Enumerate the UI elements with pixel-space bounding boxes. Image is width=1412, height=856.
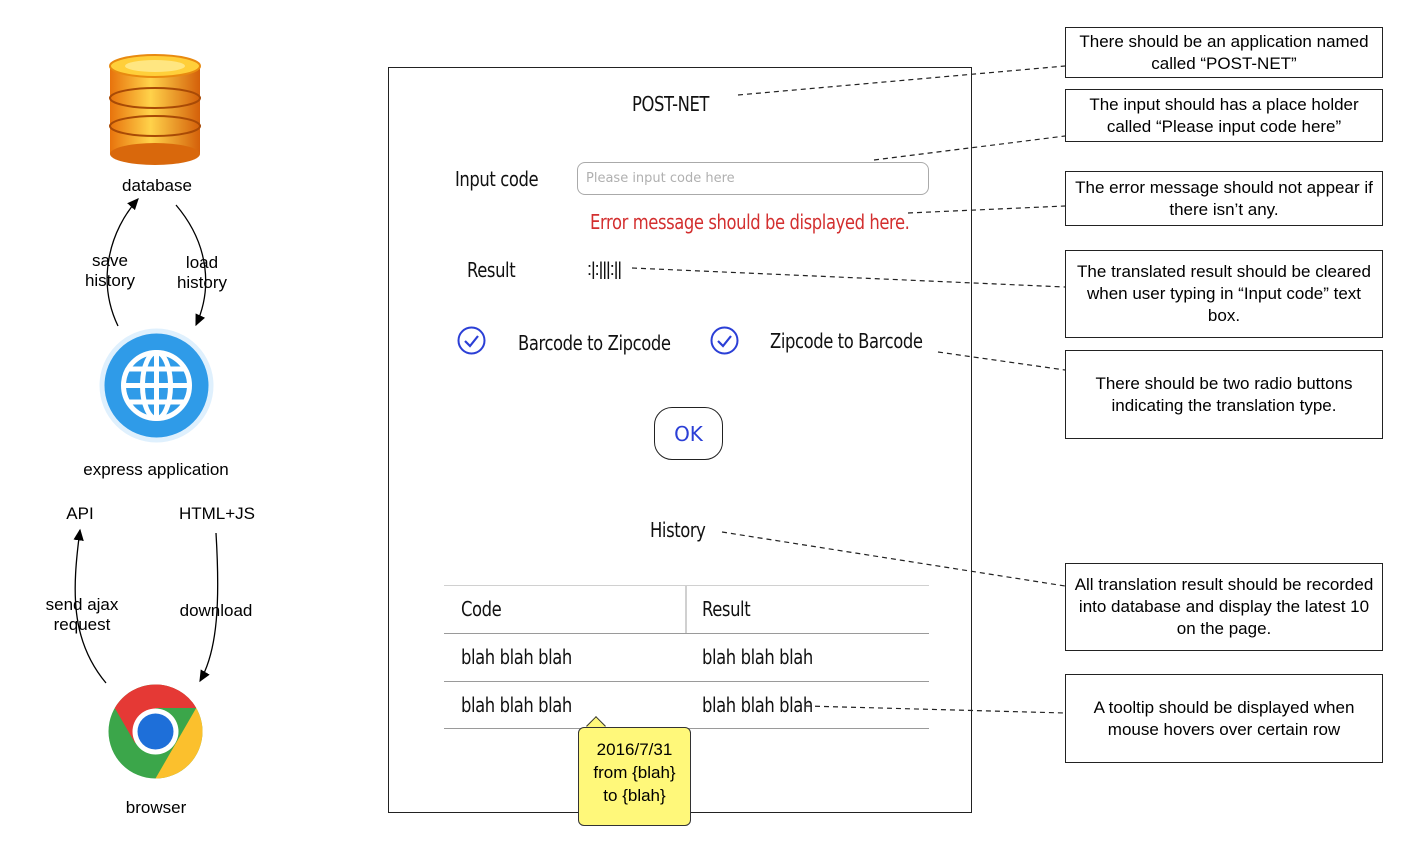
history-code-cell: blah blah blah <box>461 645 572 669</box>
chrome-icon <box>107 683 204 780</box>
note-tooltip: A tooltip should be displayed when mouse… <box>1065 674 1383 763</box>
note-app-name: There should be an application named cal… <box>1065 27 1383 78</box>
table-row[interactable]: blah blah blah blah blah blah <box>444 633 929 681</box>
browser-label: browser <box>125 798 187 817</box>
history-result-cell: blah blah blah <box>702 693 813 717</box>
check-circle-icon <box>457 326 486 355</box>
history-column-code: Code <box>461 597 502 621</box>
app-title: POST-NET <box>632 92 710 116</box>
note-error-message: The error message should not appear if t… <box>1065 171 1383 226</box>
api-label: API <box>66 504 94 523</box>
ok-button[interactable]: OK <box>654 407 723 460</box>
download-label: download <box>179 601 253 620</box>
check-circle-icon <box>710 326 739 355</box>
tooltip-to: to {blah} <box>603 786 666 805</box>
tooltip-date: 2016/7/31 <box>596 740 673 759</box>
history-result-cell: blah blah blah <box>702 645 813 669</box>
column-divider <box>685 585 687 633</box>
database-icon <box>106 54 204 166</box>
load-history-label: load history <box>176 253 228 292</box>
express-application-label: express application <box>83 460 229 479</box>
error-message: Error message should be displayed here. <box>590 210 910 234</box>
send-ajax-label: send ajax request <box>45 595 119 634</box>
radio-barcode-to-zipcode-label[interactable]: Barcode to Zipcode <box>518 331 671 355</box>
history-title: History <box>650 518 706 542</box>
input-code-label: Input code <box>455 167 539 191</box>
save-history-label: save history <box>84 251 136 290</box>
result-value: :|:|||:|| <box>587 259 622 279</box>
history-header-row: Code Result <box>444 585 929 633</box>
tooltip-from: from {blah} <box>593 763 676 782</box>
row-tooltip: 2016/7/31 from {blah} to {blah} <box>578 727 691 826</box>
history-code-cell: blah blah blah <box>461 693 572 717</box>
note-radio-buttons: There should be two radio buttons indica… <box>1065 350 1383 439</box>
note-placeholder: The input should has a place holder call… <box>1065 89 1383 142</box>
history-column-result: Result <box>702 597 751 621</box>
radio-zipcode-to-barcode[interactable] <box>710 326 739 355</box>
globe-icon <box>98 327 215 444</box>
code-input[interactable] <box>577 162 929 195</box>
database-label: database <box>122 176 192 195</box>
note-result-cleared: The translated result should be cleared … <box>1065 250 1383 338</box>
note-history-record: All translation result should be recorde… <box>1065 563 1383 651</box>
history-table: Code Result blah blah blah blah blah bla… <box>444 585 929 729</box>
radio-zipcode-to-barcode-label[interactable]: Zipcode to Barcode <box>770 329 923 353</box>
table-row[interactable]: blah blah blah blah blah blah <box>444 681 929 729</box>
html-js-label: HTML+JS <box>178 504 256 523</box>
result-label: Result <box>467 258 516 282</box>
radio-barcode-to-zipcode[interactable] <box>457 326 486 355</box>
